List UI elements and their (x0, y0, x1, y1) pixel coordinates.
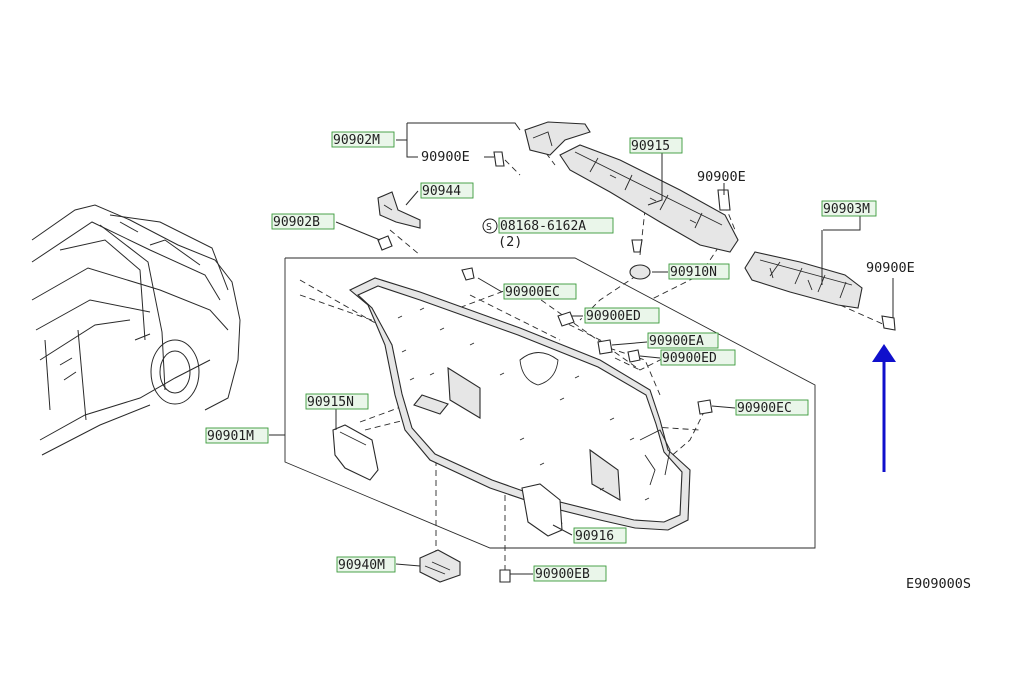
label-90900EC-top: 90900EC (505, 285, 560, 300)
label-90915: 90915 (631, 139, 670, 154)
label-08168: 08168-6162A (500, 219, 586, 234)
label-90940M: 90940M (338, 558, 385, 573)
bracket-90902M (524, 121, 591, 156)
vehicle-outline (31, 204, 241, 456)
svg-text:S: S (486, 222, 492, 233)
label-90903M: 90903M (823, 202, 870, 217)
diagram-code: E909000S (906, 576, 971, 592)
cover-90915N (332, 424, 379, 481)
label-90900EA: 90900EA (649, 334, 704, 349)
label-90902B: 90902B (273, 215, 320, 230)
trim-clip-holes (397, 307, 650, 501)
label-08168-qty: (2) (498, 234, 522, 250)
label-90900E-right: 90900E (697, 169, 746, 185)
finisher-90903M (744, 251, 863, 309)
direction-arrow (872, 344, 896, 472)
back-door-trim-panel (348, 277, 691, 531)
label-90900E-top: 90900E (421, 149, 470, 165)
label-90910N: 90910N (670, 265, 717, 280)
fasteners (377, 151, 896, 583)
label-90900ED-top: 90900ED (586, 309, 641, 324)
label-90916: 90916 (575, 529, 614, 544)
assembly-frame (284, 257, 816, 549)
label-90902M: 90902M (333, 133, 380, 148)
screw-symbol-icon: S (482, 218, 498, 234)
finisher-90915 (559, 144, 739, 253)
label-90900E-far: 90900E (866, 260, 915, 276)
bracket-90944 (377, 191, 421, 229)
label-90915N: 90915N (307, 395, 354, 410)
leader-lines (269, 122, 894, 575)
label-90900ED-lower: 90900ED (662, 351, 717, 366)
label-90900EB: 90900EB (535, 567, 590, 582)
label-90900EC-right: 90900EC (737, 401, 792, 416)
label-90901M: 90901M (207, 429, 254, 444)
handle-90940M (419, 549, 461, 583)
part-labels: 90902M 90900E 90944 90902B 90915 90900E … (205, 131, 971, 592)
label-90944: 90944 (422, 184, 461, 199)
